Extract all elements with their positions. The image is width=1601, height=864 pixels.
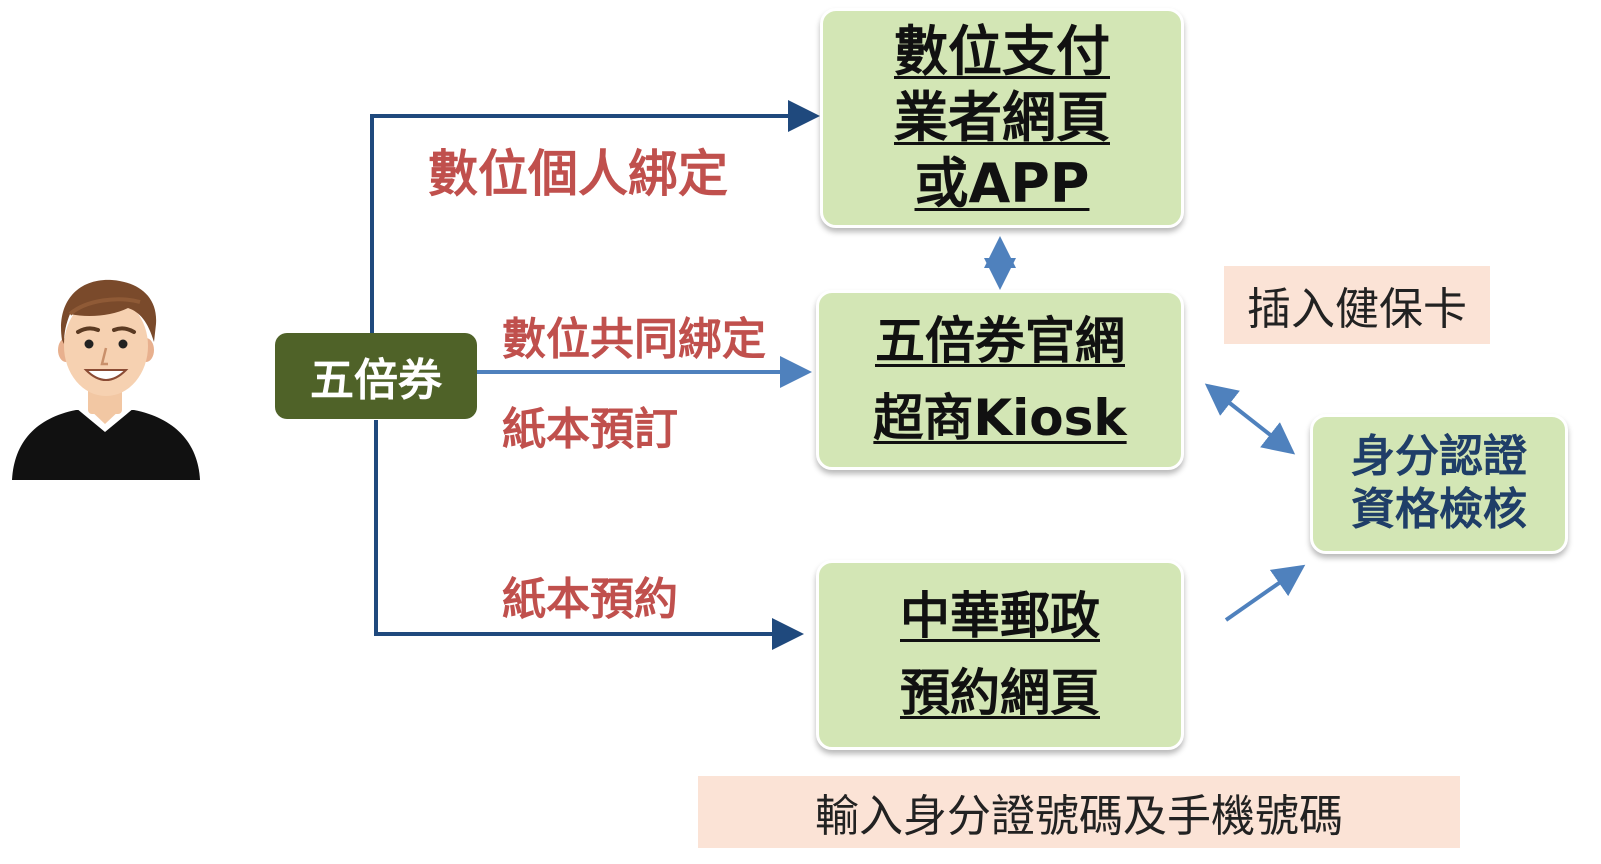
post-office-reservation-box: 中華郵政 預約網頁 xyxy=(816,560,1184,750)
digital-app-line-2: 業者網頁 xyxy=(894,86,1110,150)
id-phone-note: 輸入身分證號碼及手機號碼 xyxy=(698,776,1460,848)
tree-line-bottom xyxy=(374,420,804,650)
tree-line-top xyxy=(370,100,820,335)
verification-line-2: 資格檢核 xyxy=(1351,484,1527,535)
official-site-line-2: 超商Kiosk xyxy=(873,389,1127,447)
label-joint-binding: 數位共同綁定 xyxy=(502,314,766,365)
post-office-line-2: 預約網頁 xyxy=(900,664,1100,722)
health-card-note: 插入健保卡 xyxy=(1224,266,1490,344)
lower-diagonal-arrow xyxy=(1224,564,1306,622)
voucher-node: 五倍券 xyxy=(275,333,477,419)
label-paper-order: 紙本預訂 xyxy=(502,404,678,455)
post-office-line-1: 中華郵政 xyxy=(900,586,1100,645)
diagonal-double-arrow xyxy=(1204,383,1296,455)
official-site-kiosk-box: 五倍券官網 超商Kiosk xyxy=(816,290,1184,470)
digital-payment-app-box: 數位支付 業者網頁 或APP xyxy=(820,8,1184,228)
verification-line-1: 身分認證 xyxy=(1351,431,1527,483)
label-paper-reservation: 紙本預約 xyxy=(502,574,678,625)
official-site-line-1: 五倍券官網 xyxy=(875,311,1125,370)
identity-verification-box: 身分認證 資格檢核 xyxy=(1310,414,1568,554)
digital-app-line-3: 或APP xyxy=(914,151,1090,215)
label-personal-binding: 數位個人綁定 xyxy=(428,145,728,203)
person-avatar-icon xyxy=(12,279,200,480)
digital-app-line-1: 數位支付 xyxy=(894,20,1110,84)
